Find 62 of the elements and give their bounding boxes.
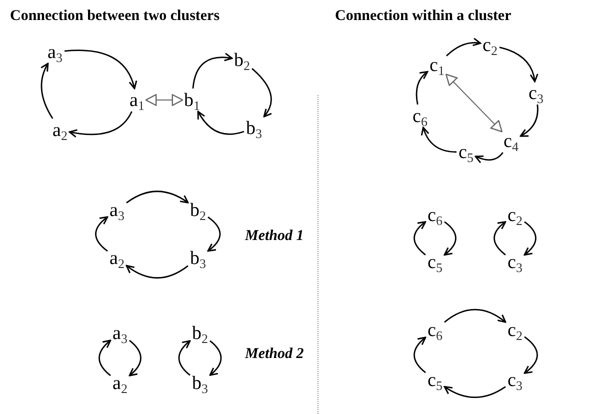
- curved-arrow: [499, 46, 538, 82]
- double-arrow: [445, 74, 503, 132]
- curved-arrow: [126, 264, 188, 278]
- variable-label: c$_{3}$: [508, 370, 522, 390]
- variable-label: c$_{2}$: [508, 320, 522, 340]
- curved-arrow: [446, 38, 482, 56]
- curved-arrow: [64, 50, 137, 90]
- curved-arrow: [520, 104, 538, 137]
- curved-arrow: [178, 340, 191, 376]
- curved-arrow: [414, 336, 426, 374]
- curved-arrow: [252, 68, 272, 118]
- variable-label: a$_{2}$: [112, 374, 128, 392]
- variable-label: a$_{2}$: [110, 248, 124, 268]
- variable-label: b$_{3}$: [190, 248, 206, 268]
- column-heading: Connection between two clusters: [10, 8, 220, 25]
- variable-label: c$_{1}$: [430, 56, 444, 74]
- curved-arrow: [98, 340, 112, 376]
- variable-label: b$_{3}$: [246, 118, 262, 138]
- variable-label: c$_{6}$: [412, 106, 428, 126]
- variable-label: b$_{2}$: [192, 324, 208, 342]
- curved-arrow: [40, 62, 54, 119]
- curved-arrow: [95, 216, 108, 252]
- double-arrow: [145, 94, 184, 106]
- variable-label: b$_{2}$: [190, 200, 206, 220]
- curved-arrow: [524, 336, 538, 374]
- variable-label: a$_{3}$: [112, 324, 128, 342]
- curved-arrow: [444, 308, 506, 323]
- curved-arrow: [126, 190, 189, 204]
- variable-label: c$_{5}$: [428, 370, 442, 390]
- curved-arrow: [416, 71, 428, 105]
- variable-label: c$_{6}$: [428, 320, 442, 340]
- curved-arrow: [192, 53, 233, 89]
- method-label: Method 1: [245, 228, 304, 245]
- variable-label: a$_{2}$: [52, 120, 68, 140]
- variable-label: c$_{2}$: [482, 36, 498, 54]
- curved-arrow: [414, 221, 426, 256]
- variable-label: c$_{3}$: [508, 252, 522, 272]
- variable-label: c$_{5}$: [428, 252, 442, 272]
- method-label: Method 2: [245, 346, 304, 363]
- curved-arrow: [524, 221, 536, 256]
- variable-label: b$_{2}$: [234, 50, 250, 70]
- curved-arrow: [474, 152, 504, 164]
- variable-label: a$_{1}$: [130, 90, 144, 110]
- column-heading: Connection within a cluster: [335, 8, 512, 25]
- variable-label: a$_{3}$: [110, 200, 124, 220]
- variable-label: c$_{2}$: [508, 206, 522, 224]
- variable-label: b$_{3}$: [192, 374, 208, 392]
- curved-arrow: [197, 110, 244, 135]
- curved-arrow: [444, 386, 506, 398]
- variable-label: a$_{3}$: [48, 42, 62, 62]
- variable-label: c$_{3}$: [528, 84, 544, 102]
- variable-label: c$_{4}$: [504, 132, 518, 150]
- curved-arrow: [68, 111, 132, 138]
- curved-arrow: [128, 340, 142, 376]
- variable-label: b$_{1}$: [184, 90, 200, 110]
- variable-label: c$_{6}$: [428, 206, 442, 224]
- curved-arrow: [444, 221, 456, 256]
- curved-arrow: [421, 126, 457, 153]
- variable-label: c$_{5}$: [458, 142, 474, 162]
- curved-arrow: [207, 216, 221, 252]
- curved-arrow: [494, 221, 506, 256]
- curved-arrow: [209, 340, 222, 376]
